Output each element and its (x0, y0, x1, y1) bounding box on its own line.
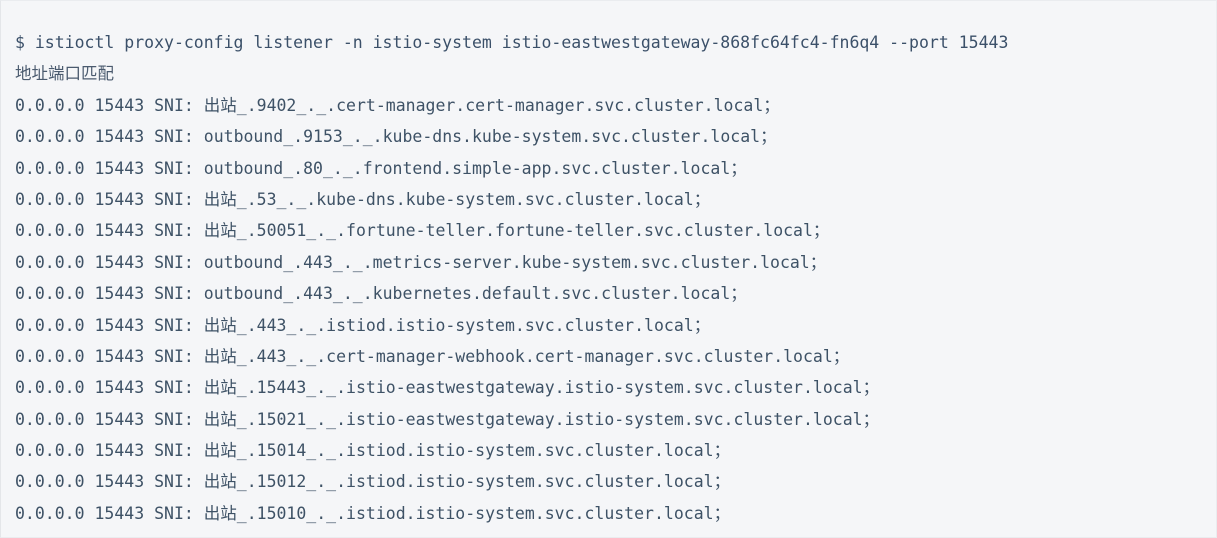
table-row: 0.0.0.0 15443 SNI: outbound_.80_._.front… (15, 153, 1216, 184)
table-header: 地址端口匹配 (15, 64, 114, 84)
row-address: 0.0.0.0 (15, 221, 95, 241)
row-match-prefix: SNI: (154, 95, 204, 115)
command-line: $ istioctl proxy-config listener -n isti… (15, 33, 1009, 52)
row-port: 15443 (94, 315, 155, 335)
row-direction: outbound (203, 252, 284, 272)
row-direction: 出站 (203, 189, 237, 209)
row-match-suffix: _.443_._.istiod.istio-system.svc.cluster… (236, 315, 711, 335)
table-row: 0.0.0.0 15443 SNI: 出站_.443_._.cert-manag… (15, 341, 1216, 372)
row-address: 0.0.0.0 (15, 472, 95, 492)
row-address: 0.0.0.0 (15, 189, 95, 209)
row-direction: 出站 (203, 378, 237, 398)
row-port: 15443 (94, 472, 155, 492)
row-port: 15443 (94, 252, 155, 272)
table-row: 0.0.0.0 15443 SNI: outbound_.443_._.kube… (15, 278, 1216, 309)
row-port: 15443 (94, 409, 155, 429)
table-row: 0.0.0.0 15443 SNI: 出站_.53_._.kube-dns.ku… (15, 184, 1216, 215)
table-row: 0.0.0.0 15443 SNI: 出站_.15021_._.istio-ea… (15, 404, 1216, 435)
listener-rows: 0.0.0.0 15443 SNI: 出站_.9402_._.cert-mana… (15, 90, 1216, 529)
row-match-suffix: _.443_._.kubernetes.default.svc.cluster.… (283, 284, 747, 304)
table-row: 0.0.0.0 15443 SNI: 出站_.15012_._.istiod.i… (15, 466, 1216, 497)
table-row: 0.0.0.0 15443 SNI: 出站_.15443_._.istio-ea… (15, 372, 1216, 403)
row-match-prefix: SNI: (154, 346, 204, 366)
row-match-suffix: _.9153_._.kube-dns.kube-system.svc.clust… (283, 127, 777, 147)
row-match-suffix: _.15014_._.istiod.istio-system.svc.clust… (236, 441, 731, 461)
row-match-suffix: _.9402_._.cert-manager.cert-manager.svc.… (236, 95, 780, 115)
row-address: 0.0.0.0 (15, 503, 95, 523)
row-address: 0.0.0.0 (15, 346, 95, 366)
row-port: 15443 (94, 503, 155, 523)
table-row: 0.0.0.0 15443 SNI: 出站_.443_._.istiod.ist… (15, 310, 1216, 341)
row-address: 0.0.0.0 (15, 378, 95, 398)
row-address: 0.0.0.0 (15, 252, 95, 272)
row-port: 15443 (94, 346, 155, 366)
row-match-prefix: SNI: (154, 472, 204, 492)
row-match-prefix: SNI: (154, 158, 204, 178)
row-port: 15443 (94, 221, 155, 241)
row-direction: 出站 (203, 95, 237, 115)
row-address: 0.0.0.0 (15, 284, 95, 304)
row-address: 0.0.0.0 (15, 315, 95, 335)
row-port: 15443 (94, 441, 155, 461)
row-direction: outbound (203, 284, 284, 304)
row-direction: outbound (203, 158, 284, 178)
row-match-prefix: SNI: (154, 441, 204, 461)
row-address: 0.0.0.0 (15, 95, 95, 115)
row-match-prefix: SNI: (154, 284, 204, 304)
row-direction: 出站 (203, 221, 237, 241)
row-match-prefix: SNI: (154, 378, 204, 398)
row-direction: 出站 (203, 409, 237, 429)
row-match-prefix: SNI: (154, 315, 204, 335)
row-direction: 出站 (203, 315, 237, 335)
row-port: 15443 (94, 127, 155, 147)
row-port: 15443 (94, 284, 155, 304)
row-match-suffix: _.15443_._.istio-eastwestgateway.istio-s… (236, 378, 880, 398)
row-address: 0.0.0.0 (15, 127, 95, 147)
row-match-prefix: SNI: (154, 503, 204, 523)
row-address: 0.0.0.0 (15, 409, 95, 429)
row-direction: outbound (203, 127, 284, 147)
table-row: 0.0.0.0 15443 SNI: 出站_.15010_._.istiod.i… (15, 498, 1216, 529)
row-match-suffix: _.50051_._.fortune-teller.fortune-teller… (236, 221, 830, 241)
row-match-prefix: SNI: (154, 127, 204, 147)
row-match-suffix: _.443_._.cert-manager-webhook.cert-manag… (236, 346, 850, 366)
row-match-suffix: _.15012_._.istiod.istio-system.svc.clust… (236, 472, 731, 492)
row-match-suffix: _.443_._.metrics-server.kube-system.svc.… (283, 252, 827, 272)
row-match-prefix: SNI: (154, 409, 204, 429)
row-direction: 出站 (203, 441, 237, 461)
table-row: 0.0.0.0 15443 SNI: 出站_.15014_._.istiod.i… (15, 435, 1216, 466)
row-port: 15443 (94, 95, 155, 115)
row-port: 15443 (94, 378, 155, 398)
row-match-suffix: _.80_._.frontend.simple-app.svc.cluster.… (283, 158, 747, 178)
table-row: 0.0.0.0 15443 SNI: outbound_.9153_._.kub… (15, 121, 1216, 152)
table-row: 0.0.0.0 15443 SNI: outbound_.443_._.metr… (15, 247, 1216, 278)
row-address: 0.0.0.0 (15, 441, 95, 461)
row-match-suffix: _.53_._.kube-dns.kube-system.svc.cluster… (236, 189, 711, 209)
row-match-suffix: _.15010_._.istiod.istio-system.svc.clust… (236, 503, 731, 523)
row-direction: 出站 (203, 503, 237, 523)
row-port: 15443 (94, 158, 155, 178)
row-match-suffix: _.15021_._.istio-eastwestgateway.istio-s… (236, 409, 880, 429)
row-match-prefix: SNI: (154, 221, 204, 241)
row-port: 15443 (94, 189, 155, 209)
row-direction: 出站 (203, 472, 237, 492)
table-row: 0.0.0.0 15443 SNI: 出站_.50051_._.fortune-… (15, 215, 1216, 246)
row-match-prefix: SNI: (154, 252, 204, 272)
row-address: 0.0.0.0 (15, 158, 95, 178)
table-row: 0.0.0.0 15443 SNI: 出站_.9402_._.cert-mana… (15, 90, 1216, 121)
row-match-prefix: SNI: (154, 189, 204, 209)
row-direction: 出站 (203, 346, 237, 366)
